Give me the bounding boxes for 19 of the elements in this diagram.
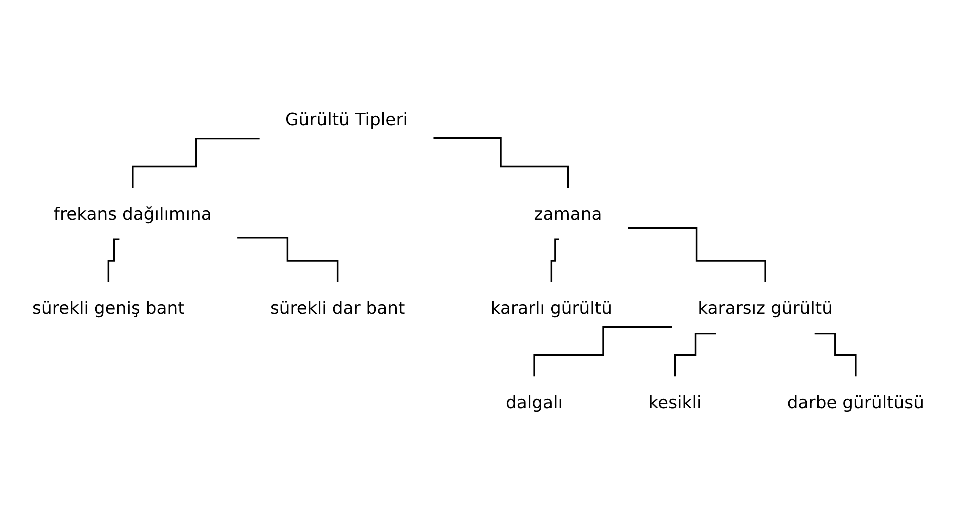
node-text: darbe gürültüsü — [787, 392, 924, 413]
connector — [108, 238, 120, 284]
node-text: sürekli geniş bant — [32, 298, 185, 318]
connector — [434, 137, 570, 190]
node-text: zamana — [534, 204, 602, 224]
connector — [238, 237, 339, 284]
node-text: sürekli dar bant — [270, 298, 406, 318]
node-text: frekans dağılımına — [54, 204, 212, 224]
connector — [550, 238, 560, 284]
connector — [534, 326, 672, 378]
connector — [814, 332, 857, 378]
connector — [628, 227, 766, 284]
node-text: kesikli — [648, 392, 702, 413]
node-text: dalgalı — [506, 392, 564, 413]
connector — [674, 332, 716, 378]
connector — [132, 138, 260, 190]
node-text: Gürültü Tipleri — [286, 109, 408, 130]
node-text: kararlı gürültü — [490, 298, 612, 318]
node-text: kararsız gürültü — [698, 298, 833, 318]
